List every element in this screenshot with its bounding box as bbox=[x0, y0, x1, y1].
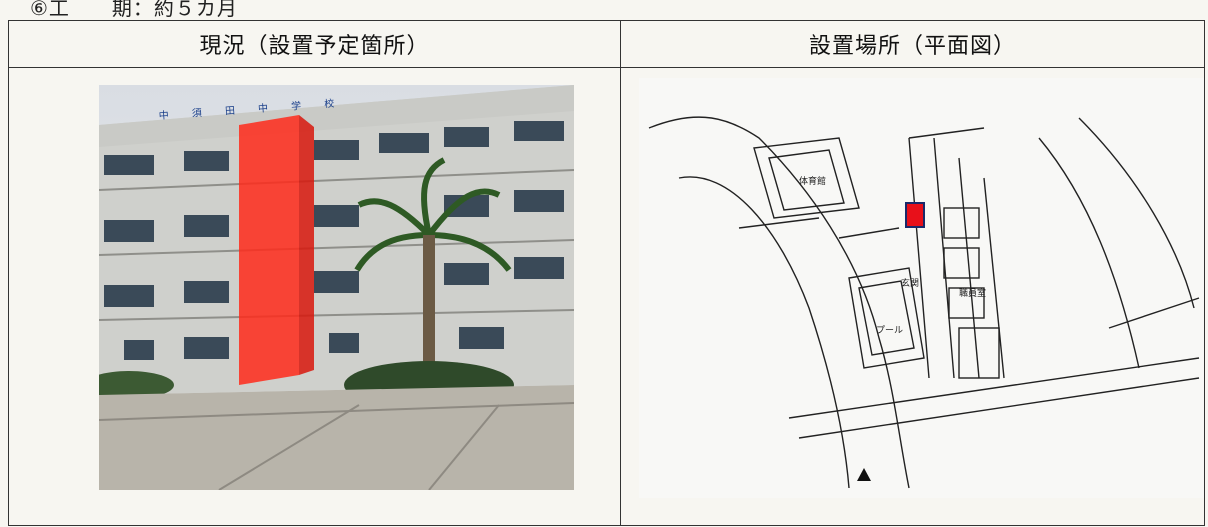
site-plan-cell: 体育館 玄関 プール 職員室 bbox=[621, 68, 1204, 525]
right-column-title: 設置場所（平面図） bbox=[620, 20, 1205, 68]
school-building-photo: 中 須 田 中 学 校 bbox=[99, 85, 574, 490]
page-header-fragment: ⑥工 期：約５カ月 bbox=[30, 0, 238, 20]
installation-location-marker bbox=[905, 202, 925, 228]
current-status-cell: 中 須 田 中 学 校 bbox=[9, 68, 620, 525]
left-column-title: 現況（設置予定箇所） bbox=[8, 20, 621, 68]
site-plan-drawing: 体育館 玄関 プール 職員室 bbox=[639, 78, 1204, 498]
header-text: ⑥工 期：約５カ月 bbox=[30, 0, 238, 20]
label-entrance: 玄関 bbox=[901, 277, 919, 289]
label-gym: 体育館 bbox=[799, 175, 826, 187]
comparison-table: 現況（設置予定箇所） 設置場所（平面図） 中 須 田 中 学 校 bbox=[8, 20, 1205, 526]
planned-installation-highlight bbox=[239, 115, 299, 385]
label-pool: プール bbox=[876, 325, 903, 336]
label-office: 職員室 bbox=[959, 287, 986, 299]
